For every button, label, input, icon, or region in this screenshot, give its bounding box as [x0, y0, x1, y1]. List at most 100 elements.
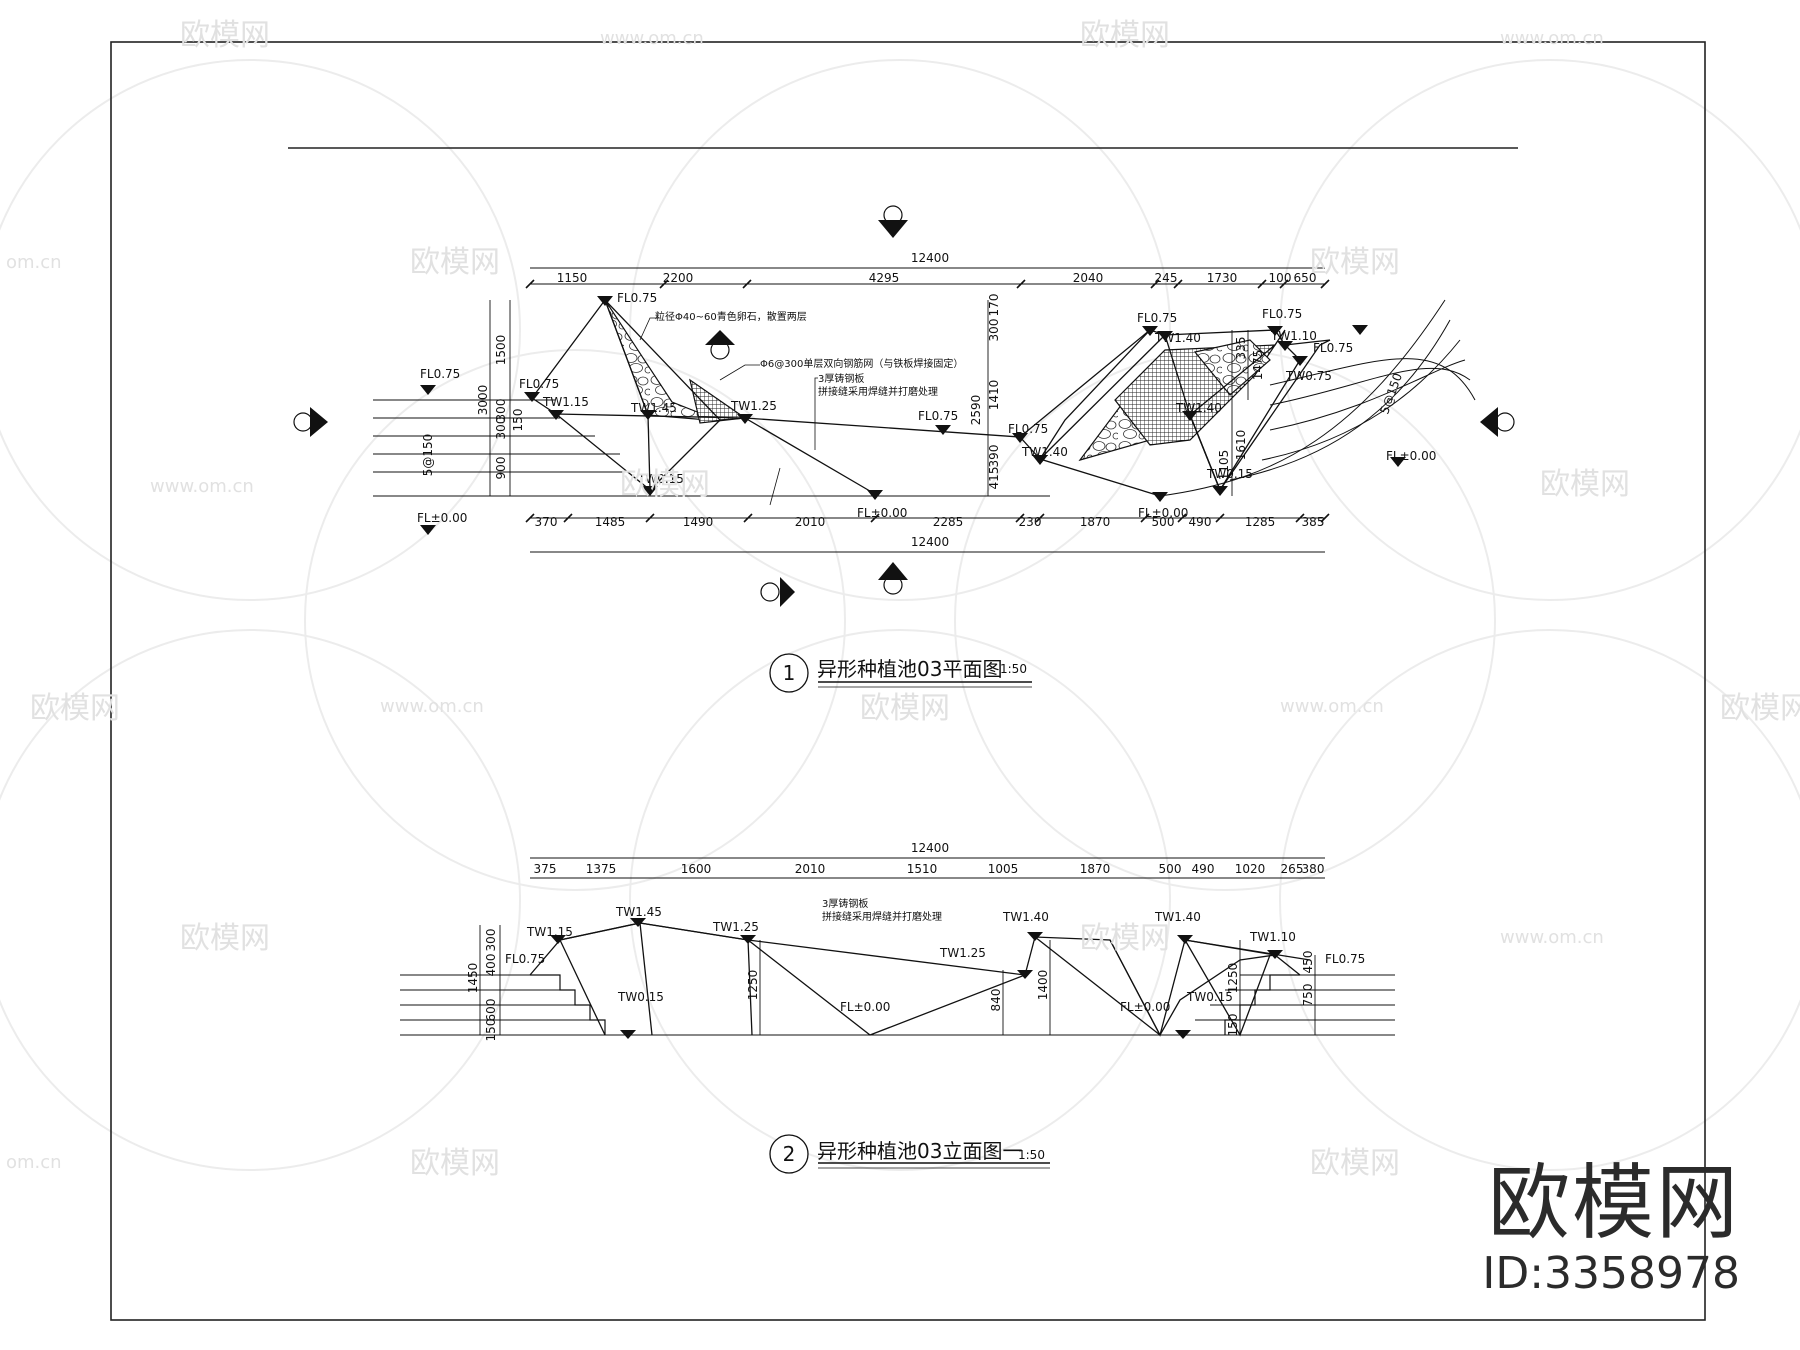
plan-text: 12400 1150 2200 4295 2040 245 1730 100 6…: [417, 251, 1436, 685]
level-label: TW0.15: [1206, 467, 1253, 481]
plan-bottom-dim: 1485: [595, 515, 626, 529]
elevation-steps: [530, 974, 1300, 1035]
svg-text:www.om.cn: www.om.cn: [1500, 28, 1604, 49]
elev-level: TW0.15: [617, 990, 664, 1004]
level-label: FL±0.00: [1138, 506, 1188, 520]
svg-text:om.cn: om.cn: [6, 252, 62, 273]
elevation-view: [400, 857, 1395, 1174]
elev-top-dim: 375: [534, 862, 557, 876]
elev-top-dim: 1020: [1235, 862, 1266, 876]
svg-text:www.om.cn: www.om.cn: [1280, 696, 1384, 717]
note-plate: 3厚铸钢板: [818, 372, 864, 385]
elevation-number: 2: [783, 1142, 796, 1166]
elev-level: TW1.10: [1249, 930, 1296, 944]
plan-left-dim: 300: [494, 399, 508, 422]
plan-bottom-dim: 500: [1152, 515, 1175, 529]
plan-top-dim: 2040: [1073, 271, 1104, 285]
ground-arcs-right: [1159, 299, 1476, 497]
elevation-ground-lines: [400, 974, 1395, 1036]
svg-text:欧模网: 欧模网: [410, 1146, 500, 1181]
elevation-scale: 1:50: [1018, 1148, 1045, 1162]
level-label: FL0.75: [1313, 341, 1353, 355]
elev-height: 750: [1301, 984, 1315, 1007]
plan-top-dim: 100: [1269, 271, 1292, 285]
level-label: FL0.75: [918, 409, 958, 423]
elevation-profile: [529, 922, 1311, 1037]
level-label: FL0.75: [1262, 307, 1302, 321]
plan-left-dim: 900: [494, 457, 508, 480]
elev-top-dim: 490: [1192, 862, 1215, 876]
watermark-url: www.om.cn www.om.cn www.om.cn www.om.cn …: [6, 28, 1604, 1173]
elev-level: TW1.25: [712, 920, 759, 934]
svg-text:www.om.cn: www.om.cn: [150, 476, 254, 497]
plan-scale: 1:50: [1000, 662, 1027, 676]
level-label: TW1.40: [1154, 331, 1201, 345]
note-mesh: Φ6@300单层双向钢筋网（与铁板焊接固定）: [760, 357, 963, 370]
level-label: FL0.75: [420, 367, 460, 381]
section-marks: [293, 205, 1515, 607]
elev-level: FL±0.00: [840, 1000, 890, 1014]
elev-top-dim: 1375: [586, 862, 617, 876]
elev-level: FL0.75: [1325, 952, 1365, 966]
watermark-text: 欧模网 欧模网 欧模网 欧模网 欧模网 欧模网 欧模网 欧模网 欧模网 欧模网 …: [30, 18, 1800, 1181]
svg-text:欧模网: 欧模网: [860, 691, 950, 726]
svg-text:欧模网: 欧模网: [1080, 18, 1170, 53]
plan-top-dim: 4295: [869, 271, 900, 285]
elev-height: 1250: [1226, 963, 1240, 994]
plan-right-dim: 170: [987, 294, 1001, 317]
elev-level: FL±0.00: [1120, 1000, 1170, 1014]
elev-top-dim: 265: [1281, 862, 1304, 876]
plan-bottom-dim: 490: [1189, 515, 1212, 529]
elev-height: 150: [1226, 1014, 1240, 1037]
level-label: TW1.45: [630, 401, 677, 415]
elevation-title: 异形种植池03立面图一: [817, 1139, 1022, 1163]
svg-text:欧模网: 欧模网: [180, 921, 270, 956]
elev-height: 1250: [746, 970, 760, 1001]
svg-text:欧模网: 欧模网: [620, 467, 710, 502]
plan-title: 异形种植池03平面图: [817, 657, 1002, 681]
plan-right-dim: 1410: [987, 380, 1001, 411]
plan-left-dim: 150: [511, 409, 525, 432]
elev-top-dim: 1870: [1080, 862, 1111, 876]
elev-level: TW1.15: [526, 925, 573, 939]
elev-top-dim: 1005: [988, 862, 1019, 876]
svg-text:欧模网: 欧模网: [1540, 467, 1630, 502]
plan-bottom-total: 12400: [911, 535, 949, 549]
level-label: FL0.75: [1008, 422, 1048, 436]
svg-text:欧模网: 欧模网: [1080, 921, 1170, 956]
elev-top-dim: 380: [1302, 862, 1325, 876]
svg-text:欧模网: 欧模网: [1310, 245, 1400, 280]
plan-right-dim: 335: [1234, 337, 1248, 360]
brand-block: 欧模网 ID:3358978: [1482, 1160, 1740, 1300]
plan-right-dim: 1105: [1217, 450, 1231, 481]
plan-bottom-dim: 2285: [933, 515, 964, 529]
elev-height: 450: [1301, 951, 1315, 974]
plan-top-dim: 1150: [557, 271, 588, 285]
plan-right-dim: 2590: [969, 395, 983, 426]
plan-bottom-dim: 230: [1019, 515, 1042, 529]
svg-text:欧模网: 欧模网: [1310, 1146, 1400, 1181]
watermark-layer: [0, 59, 1800, 1171]
level-label: TW1.25: [730, 399, 777, 413]
level-label: FL±0.00: [857, 506, 907, 520]
elev-level: TW1.40: [1002, 910, 1049, 924]
plan-bottom-dim: 385: [1302, 515, 1325, 529]
brand-id: ID:3358978: [1482, 1248, 1740, 1299]
elev-height: 840: [989, 989, 1003, 1012]
svg-text:欧模网: 欧模网: [410, 245, 500, 280]
ground-lines-left: [373, 399, 1050, 497]
elev-left-dim: 400: [484, 954, 498, 977]
plan-right-dim: 390: [987, 445, 1001, 468]
plan-top-dim: 245: [1155, 271, 1178, 285]
plan-bottom-dim: 1285: [1245, 515, 1276, 529]
elev-level: FL0.75: [505, 952, 545, 966]
svg-text:欧模网: 欧模网: [1720, 691, 1800, 726]
elev-top-total: 12400: [911, 841, 949, 855]
level-label: FL0.75: [519, 377, 559, 391]
svg-text:欧模网: 欧模网: [180, 18, 270, 53]
plan-dimension-lines: [489, 267, 1330, 553]
elev-left-dim: 600: [484, 999, 498, 1022]
plan-top-total: 12400: [911, 251, 949, 265]
elev-top-dim: 2010: [795, 862, 826, 876]
